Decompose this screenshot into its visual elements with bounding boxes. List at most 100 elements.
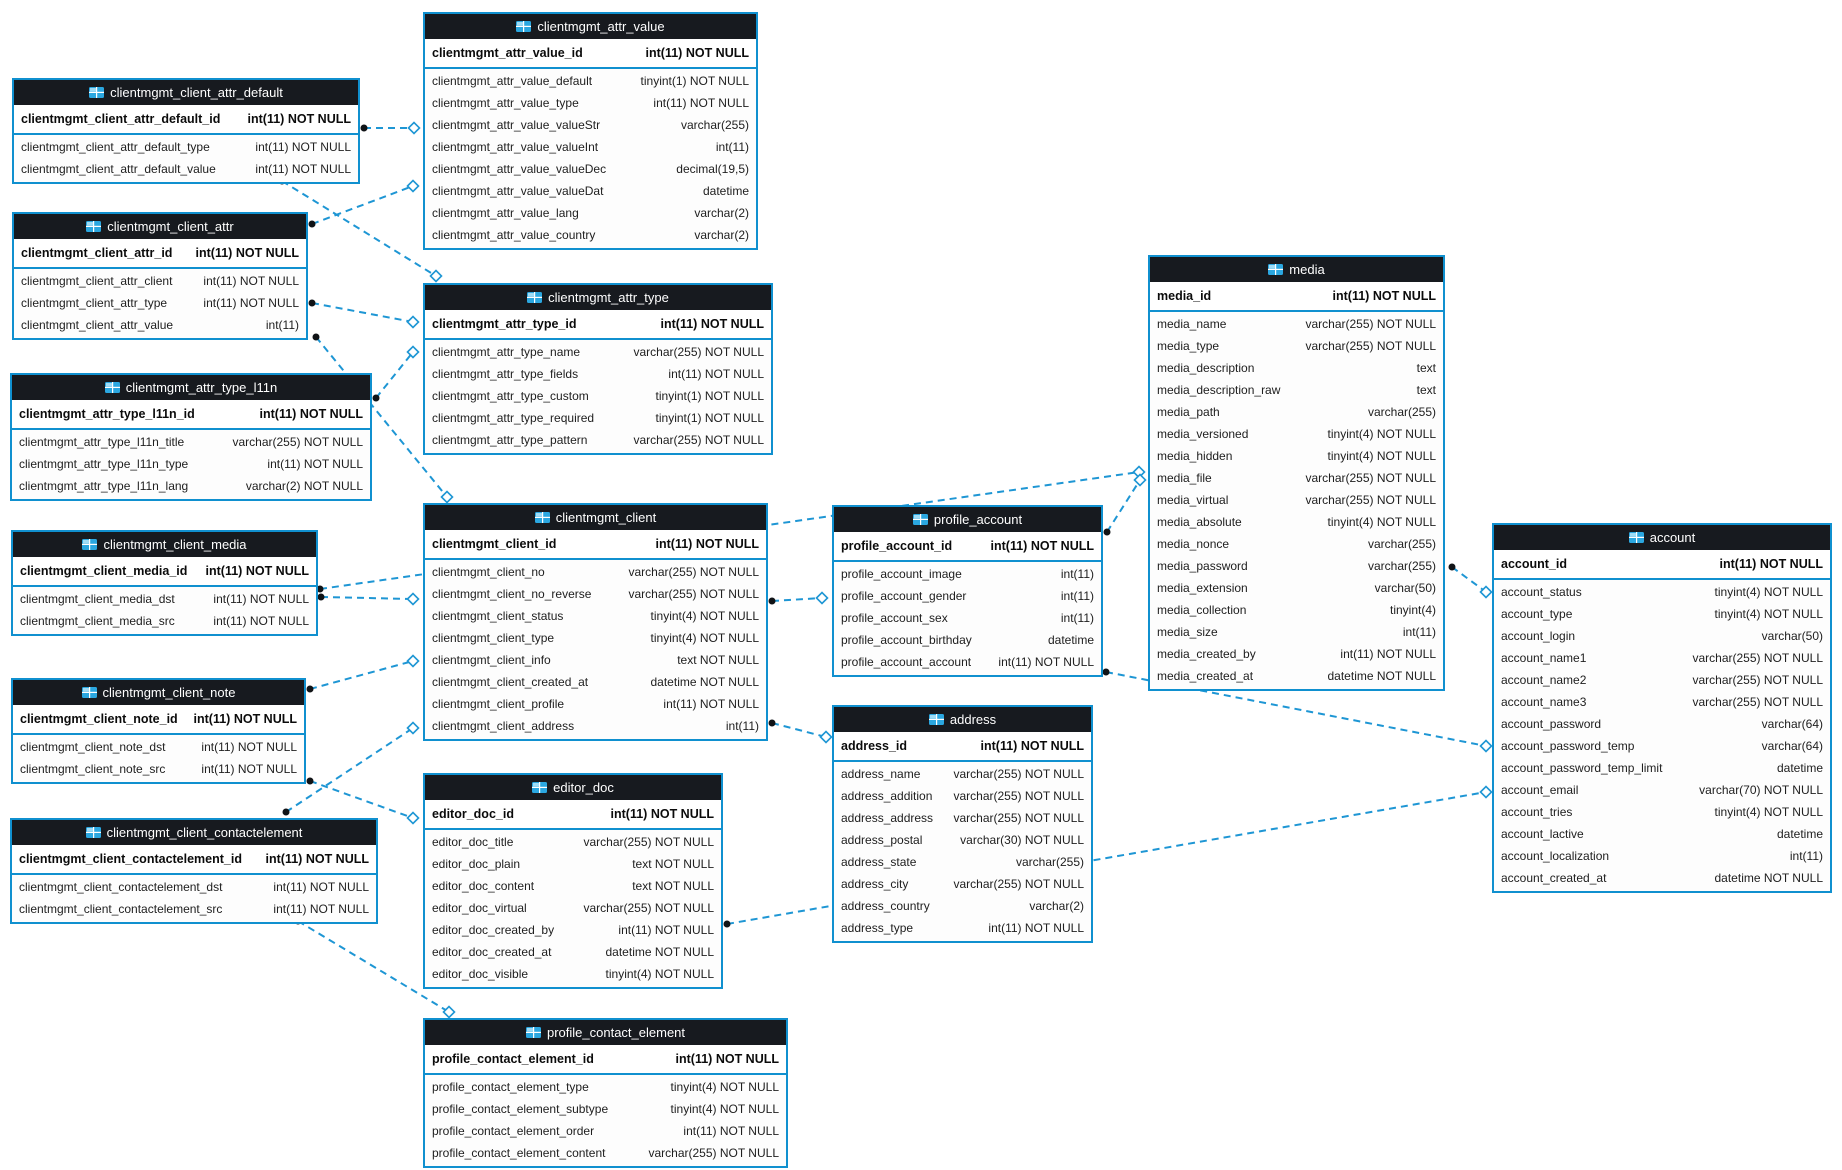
- relationship-clientmgmt_client_note-to-clientmgmt_client[interactable]: [306, 654, 420, 693]
- relationship-clientmgmt_client_attr_default-to-clientmgmt_attr_value[interactable]: [360, 121, 421, 135]
- relationship-line[interactable]: [309, 780, 414, 819]
- table-header[interactable]: clientmgmt_client_note: [13, 680, 304, 705]
- table-header[interactable]: clientmgmt_attr_type: [425, 285, 771, 310]
- relationship-clientmgmt_client_attr-to-clientmgmt_attr_type[interactable]: [308, 299, 420, 329]
- relationship-clientmgmt_client-to-address[interactable]: [768, 719, 833, 744]
- relationship-media-to-account[interactable]: [1448, 563, 1493, 599]
- relationship-clientmgmt_client_contactelement-to-clientmgmt_client[interactable]: [282, 721, 420, 816]
- table-header[interactable]: clientmgmt_client_contactelement: [12, 820, 376, 845]
- table-header[interactable]: profile_account: [834, 507, 1101, 532]
- relationship-line[interactable]: [285, 727, 414, 813]
- relationship-line[interactable]: [311, 302, 414, 323]
- relationship-line[interactable]: [315, 336, 448, 498]
- relationship-line[interactable]: [297, 920, 450, 1013]
- relationship-line[interactable]: [309, 660, 414, 690]
- table-header[interactable]: profile_contact_element: [425, 1020, 786, 1045]
- table-header[interactable]: clientmgmt_client: [425, 505, 766, 530]
- table-header[interactable]: clientmgmt_client_media: [13, 532, 316, 557]
- relationship-line[interactable]: [320, 596, 414, 600]
- table-header[interactable]: clientmgmt_client_attr_default: [14, 80, 358, 105]
- relationship-line[interactable]: [1106, 479, 1141, 533]
- table-header[interactable]: editor_doc: [425, 775, 721, 800]
- relationship-line[interactable]: [281, 180, 437, 277]
- relationship-clientmgmt_client_note-to-editor_doc[interactable]: [306, 777, 420, 825]
